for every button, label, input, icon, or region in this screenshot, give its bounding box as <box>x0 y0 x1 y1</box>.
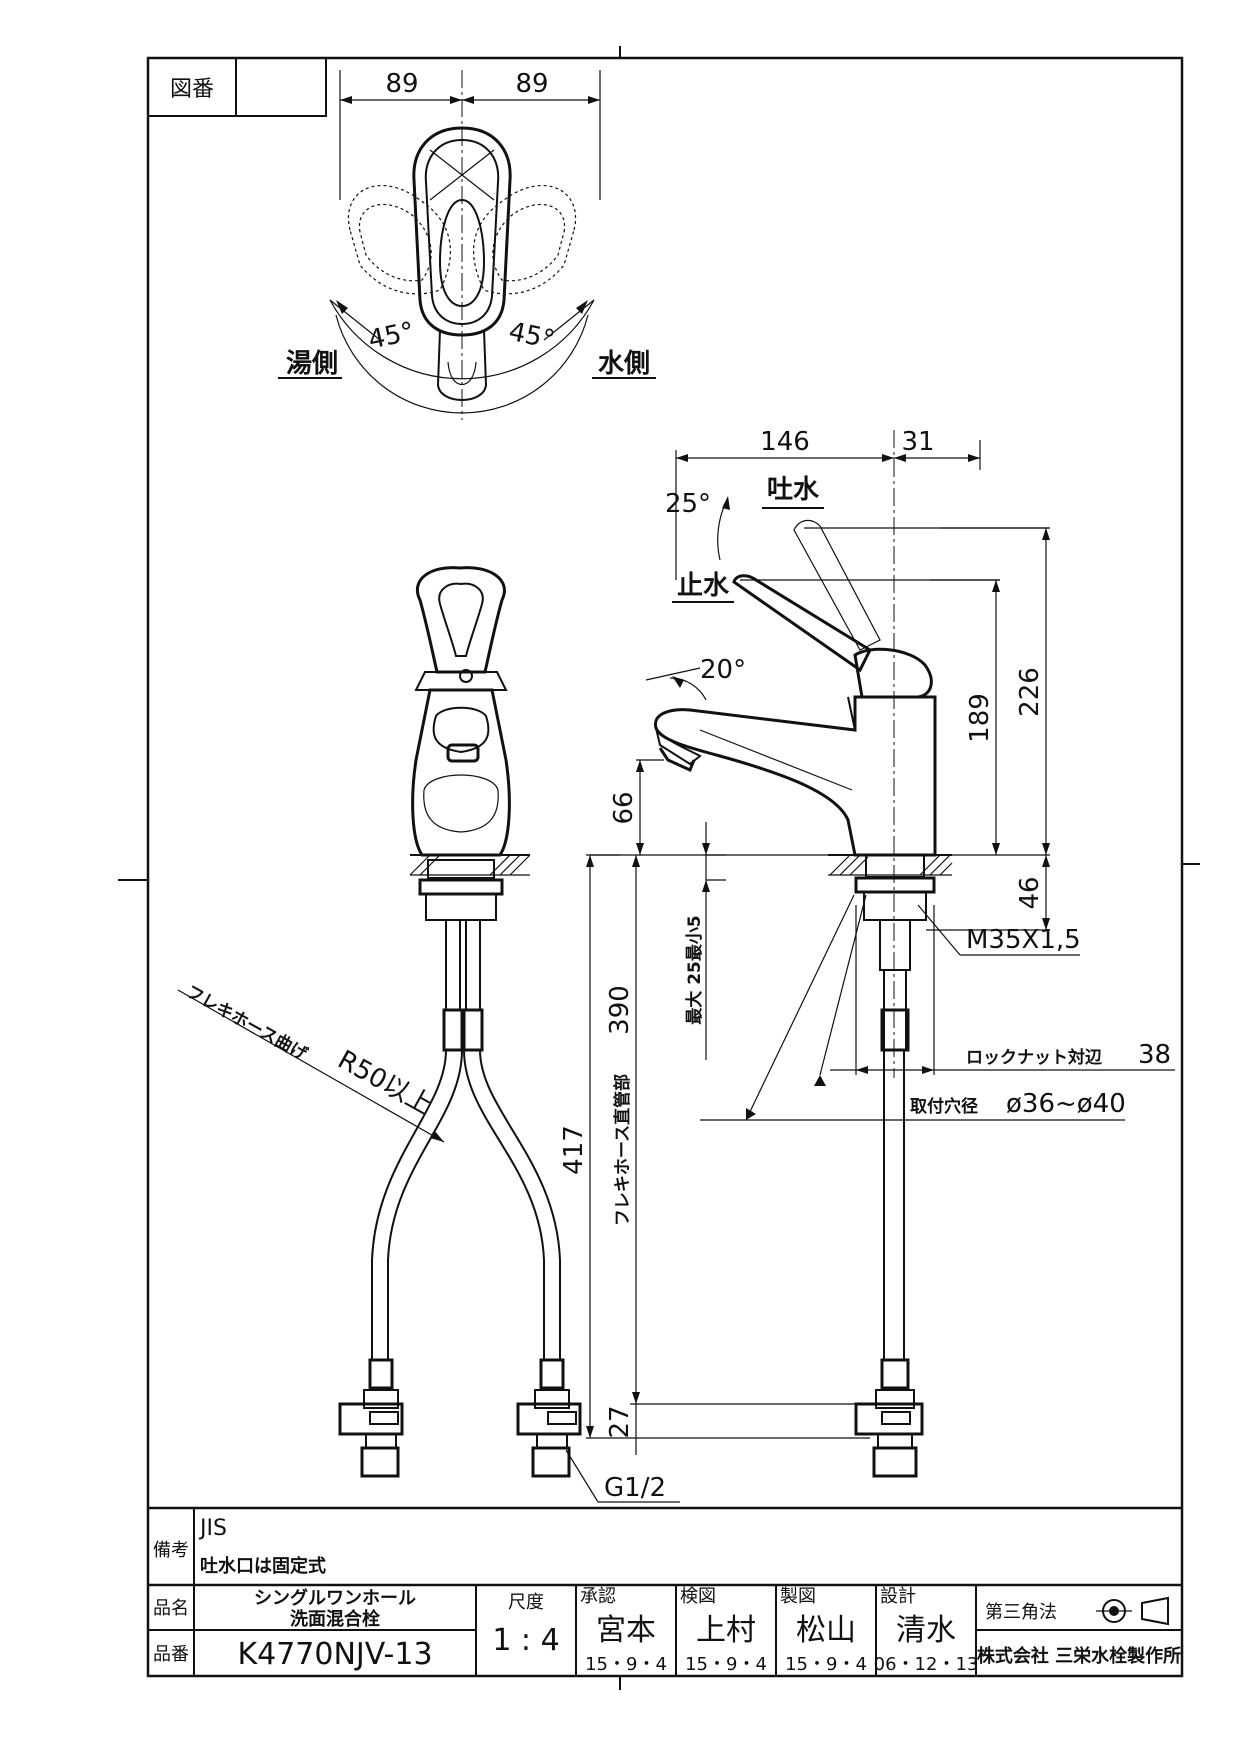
top-angle-left: 45° <box>366 317 417 356</box>
top-view: 89 89 45° 45° 湯側 水側 <box>278 69 656 420</box>
scale-label: 尺度 <box>508 1592 544 1613</box>
third-angle-projection-icon <box>1096 1596 1169 1626</box>
approved-label: 承認 <box>580 1586 616 1607</box>
hose-bend-label: フレキホース曲げ <box>183 982 312 1065</box>
remark-jis: JIS <box>198 1516 227 1541</box>
projection-label: 第三角法 <box>985 1602 1057 1623</box>
remark-spout: 吐水口は固定式 <box>200 1555 326 1577</box>
hose-length-value: 390 <box>605 985 635 1035</box>
max-min-label: 最大 25最小5 <box>684 915 705 1024</box>
thread-g-label: G1/2 <box>604 1473 666 1503</box>
drawn-name: 松山 <box>796 1613 856 1648</box>
checked-name: 上村 <box>696 1613 756 1648</box>
hose-length-label: フレキホース直管部 <box>612 1074 633 1226</box>
drawing-no-label: 図番 <box>170 77 214 102</box>
title-block: 備考 JIS 吐水口は固定式 品名 シングルワンホール 洗面混合栓 品番 K47… <box>148 1506 1182 1676</box>
dim-66: 66 <box>609 791 639 824</box>
dim-226: 226 <box>1015 667 1045 717</box>
hot-side-label: 湯側 <box>286 349 338 379</box>
name-line1: シングルワンホール <box>254 1587 416 1609</box>
drawing-frame <box>146 56 1184 1678</box>
drawing-number-box: 図番 <box>147 57 327 117</box>
checked-date: 15・9・4 <box>685 1654 767 1675</box>
angle-20: 20° <box>700 655 746 685</box>
approved-date: 15・9・4 <box>585 1654 667 1675</box>
checked-label: 検図 <box>680 1586 716 1607</box>
number-label: 品番 <box>153 1644 189 1665</box>
side-view: 146 31 25° 吐水 止水 20° <box>559 427 1175 1478</box>
angle-25: 25° <box>665 489 711 519</box>
spout-open-label: 吐水 <box>767 475 820 505</box>
dim-46: 46 <box>1015 876 1045 909</box>
spout-stop-label: 止水 <box>677 571 730 601</box>
design-date: 06・12・13 <box>874 1654 979 1675</box>
hose-bend-value: R50以上 <box>333 1045 438 1121</box>
part-number: K4770NJV-13 <box>237 1637 432 1672</box>
remarks-label: 備考 <box>153 1540 189 1561</box>
approved-name: 宮本 <box>596 1613 656 1648</box>
design-label: 設計 <box>880 1586 916 1607</box>
name-line2: 洗面混合栓 <box>290 1608 380 1630</box>
company-name: 株式会社 三栄水栓製作所 <box>977 1645 1181 1667</box>
name-label: 品名 <box>153 1598 189 1619</box>
dim-189: 189 <box>965 693 995 743</box>
scale-value: 1 : 4 <box>492 1623 559 1658</box>
top-dim-right: 89 <box>515 69 548 99</box>
drawn-date: 15・9・4 <box>785 1654 867 1675</box>
design-name: 清水 <box>896 1613 956 1648</box>
dim-146: 146 <box>760 427 810 457</box>
drawn-label: 製図 <box>780 1586 816 1607</box>
mount-hole-label: 取付穴径 <box>910 1096 978 1117</box>
locknut-value: 38 <box>1138 1040 1171 1070</box>
thread-m35: M35X1,5 <box>966 925 1081 955</box>
locknut-label: ロックナット対辺 <box>966 1047 1102 1068</box>
top-angle-right: 45° <box>506 317 557 356</box>
dim-31: 31 <box>901 427 934 457</box>
top-dim-left: 89 <box>385 69 418 99</box>
dim-417: 417 <box>559 1125 589 1175</box>
mount-hole-value: ø36~ø40 <box>1006 1089 1126 1119</box>
cold-side-label: 水側 <box>598 349 650 379</box>
dim-27: 27 <box>605 1405 635 1438</box>
